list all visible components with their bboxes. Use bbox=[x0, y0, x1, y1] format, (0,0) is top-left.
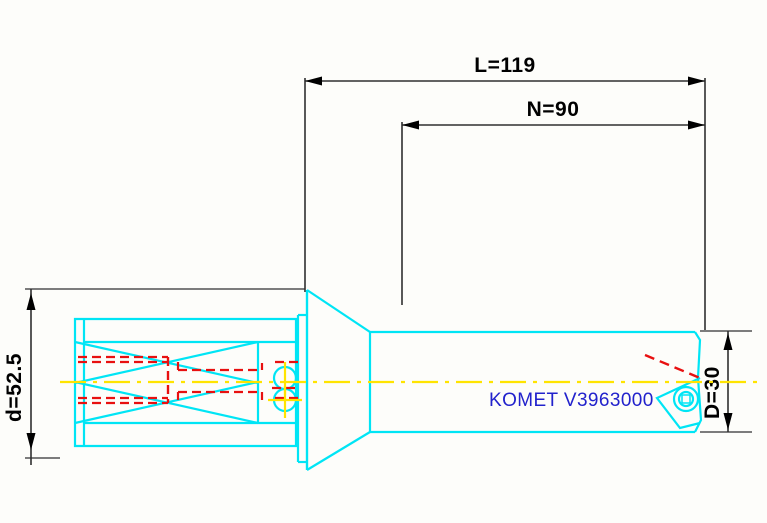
insert-pocket-seat bbox=[655, 377, 701, 430]
overall-length-label: L=119 bbox=[474, 54, 535, 77]
transition-cone bbox=[305, 289, 371, 471]
insert-screw-torx bbox=[681, 394, 691, 404]
hidden-internal-detail bbox=[78, 355, 300, 405]
flange-plate bbox=[296, 290, 309, 470]
insert-screw-outer bbox=[672, 385, 700, 413]
overall-length-dimension: L=119 bbox=[304, 54, 706, 330]
cone-upper-edge bbox=[306, 289, 371, 333]
cone-lower-edge bbox=[306, 431, 371, 471]
drill-diameter-label: D=30 bbox=[701, 366, 724, 419]
insert-screw-inner bbox=[677, 390, 695, 408]
usable-length-dimension: N=90 bbox=[401, 98, 705, 305]
part-designation-label: KOMET V3963000 bbox=[489, 390, 654, 411]
tip-cutting-edge-line bbox=[644, 353, 701, 380]
shank-diameter-dimension: d=52.5 bbox=[3, 288, 305, 465]
n-left-arrowhead bbox=[402, 120, 419, 130]
drill-diameter-dimension: D=30 bbox=[700, 330, 752, 433]
d-top-arrowhead bbox=[26, 293, 36, 310]
usable-length-label: N=90 bbox=[527, 98, 580, 121]
n-right-arrowhead bbox=[688, 120, 705, 130]
d-bottom-arrowhead bbox=[26, 433, 36, 450]
shank-diameter-label: d=52.5 bbox=[3, 353, 26, 422]
shank-outline bbox=[73, 317, 298, 448]
dd-top-arrowhead bbox=[723, 333, 733, 350]
dd-bottom-arrowhead bbox=[723, 413, 733, 430]
l-left-arrowhead bbox=[305, 76, 322, 86]
tip-cutting-edge-detail bbox=[644, 353, 701, 380]
l-right-arrowhead bbox=[688, 76, 705, 86]
center-axis bbox=[60, 362, 760, 418]
